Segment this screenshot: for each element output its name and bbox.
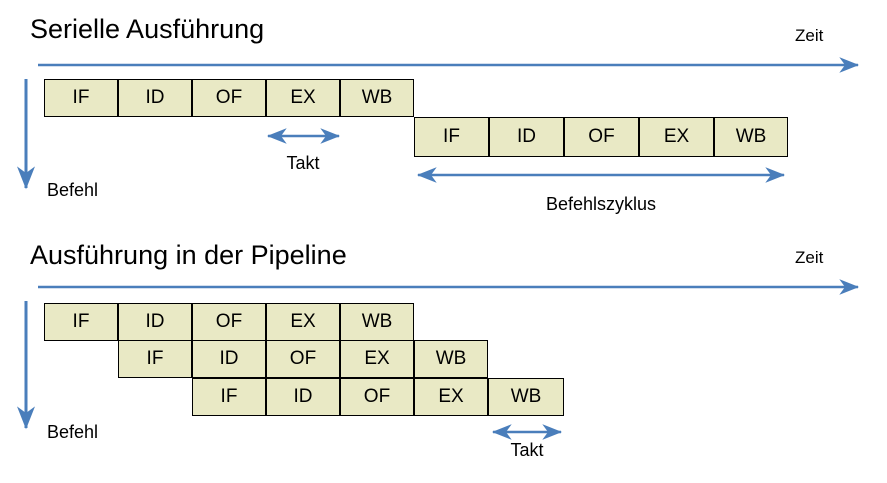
pipeline-row3-stage-wb: WB [488, 378, 564, 416]
pipeline-row1-stage-of: OF [192, 303, 266, 341]
pipeline-row3-stage-of: OF [340, 378, 414, 416]
pipeline-row2-stage-ex: EX [340, 340, 414, 378]
pipeline-row1-stage-if: IF [44, 303, 118, 341]
serial-cycle-caption: Befehlszyklus [545, 194, 657, 214]
pipeline-row3-stage-ex: EX [414, 378, 488, 416]
pipeline-section-title: Ausführung in der Pipeline [30, 240, 347, 270]
pipeline-time-axis-label: Zeit [795, 248, 824, 267]
serial-row1-stage-wb: WB [340, 79, 414, 117]
pipeline-instruction-axis-label: Befehl [47, 422, 99, 442]
pipeline-row2-stage-wb: WB [414, 340, 488, 378]
pipeline-row3-stage-id: ID [266, 378, 340, 416]
serial-row2-stage-ex: EX [639, 117, 714, 157]
serial-row2-stage-wb: WB [714, 117, 788, 157]
serial-instruction-axis-label: Befehl [47, 180, 99, 200]
serial-row2-stage-id: ID [489, 117, 564, 157]
pipeline-row1-stage-wb: WB [340, 303, 414, 341]
serial-clock-caption: Takt [286, 153, 320, 173]
serial-row1-stage-id: ID [118, 79, 192, 117]
pipeline-row2-stage-if: IF [118, 340, 192, 378]
pipeline-clock-caption: Takt [510, 440, 544, 460]
serial-row2-stage-of: OF [564, 117, 639, 157]
pipeline-row2-stage-of: OF [266, 340, 340, 378]
pipeline-row3-stage-if: IF [192, 378, 266, 416]
serial-section-title: Serielle Ausführung [30, 14, 265, 44]
serial-row2-stage-if: IF [414, 117, 489, 157]
serial-time-axis-label: Zeit [795, 26, 824, 45]
pipeline-row1-stage-ex: EX [266, 303, 340, 341]
serial-row1-stage-of: OF [192, 79, 266, 117]
serial-row1-stage-if: IF [44, 79, 118, 117]
pipeline-row2-stage-id: ID [192, 340, 266, 378]
pipeline-row1-stage-id: ID [118, 303, 192, 341]
serial-row1-stage-ex: EX [266, 79, 340, 117]
